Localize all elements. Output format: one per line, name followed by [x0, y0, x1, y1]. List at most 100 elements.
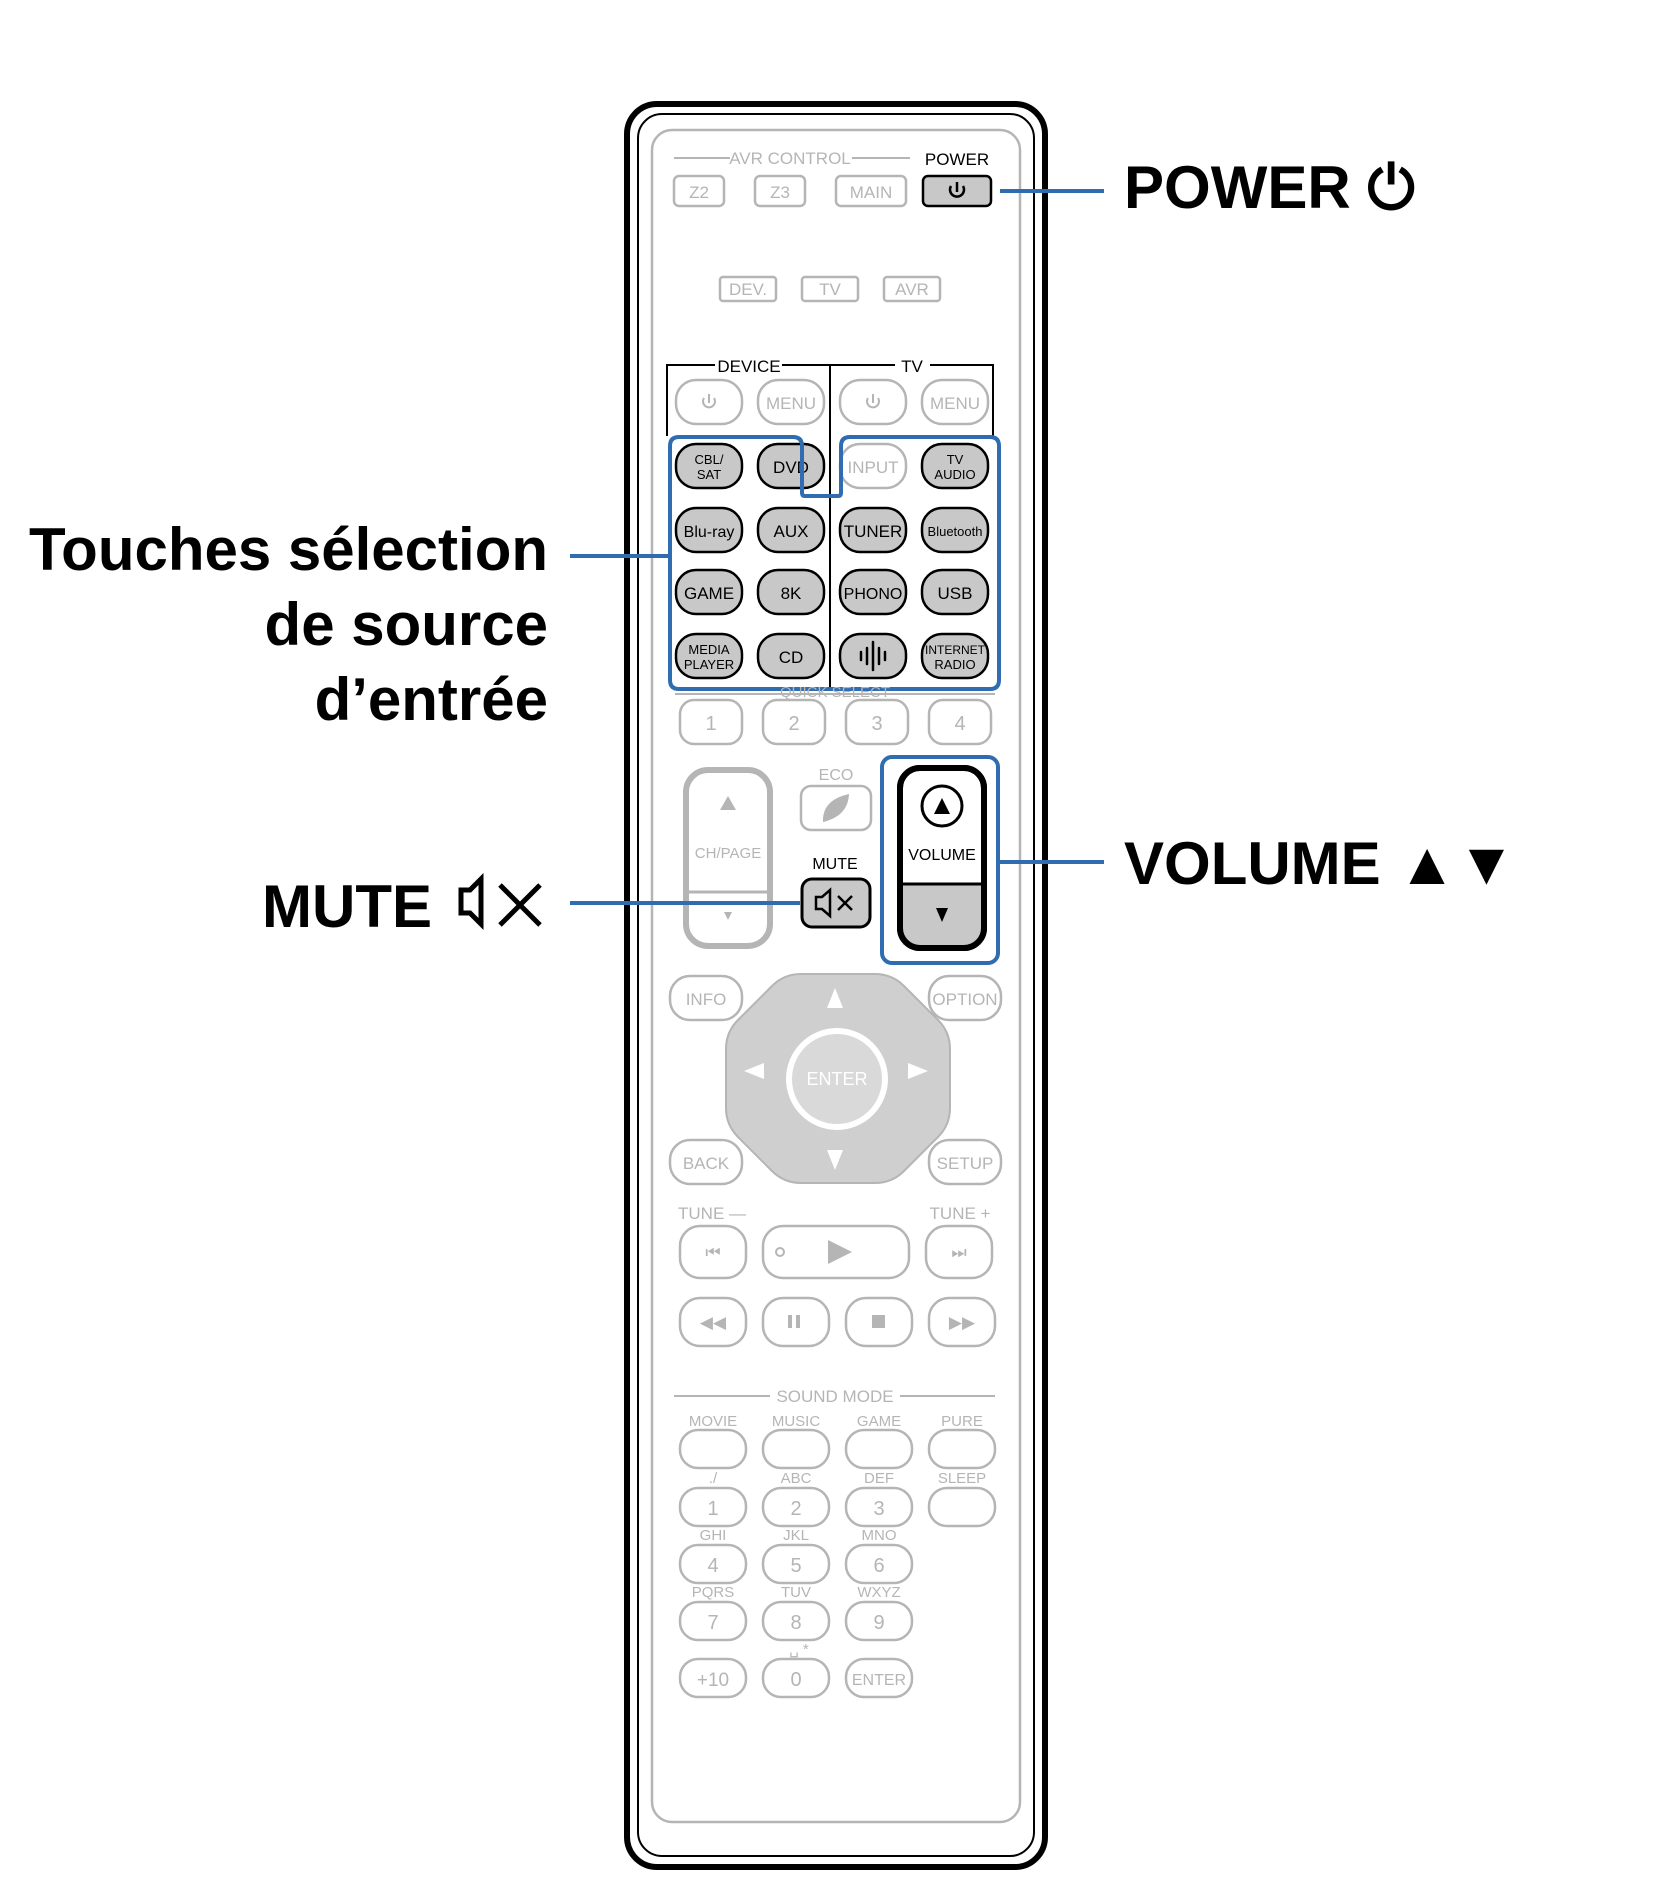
main-button[interactable]: MAIN: [834, 174, 908, 208]
previous-track-button[interactable]: ⏮: [678, 1224, 748, 1280]
quick-select-2-button[interactable]: 2: [761, 698, 827, 746]
quick-select-label: QUICK SELECT: [780, 684, 890, 701]
cbl-sat-label-1: CBL/: [695, 452, 724, 467]
avr-mode-button[interactable]: AVR: [882, 275, 942, 303]
internet-radio-label-1: INTERNET: [925, 643, 986, 657]
tv-power-button[interactable]: [838, 378, 908, 426]
q3-label: 3: [871, 713, 882, 735]
game-mode-button[interactable]: [844, 1428, 914, 1470]
power-icon: [866, 394, 880, 409]
8k-button[interactable]: 8K: [756, 568, 826, 616]
movie-button[interactable]: [678, 1428, 748, 1470]
dvd-button[interactable]: DVD: [756, 442, 826, 490]
usb-button[interactable]: USB: [920, 568, 990, 616]
sleep-button[interactable]: [927, 1486, 997, 1528]
bluetooth-button[interactable]: Bluetooth: [920, 506, 990, 554]
mute-button[interactable]: [800, 877, 872, 929]
number-6-button[interactable]: 6: [844, 1543, 914, 1585]
stop-button[interactable]: [844, 1296, 914, 1348]
pure-label: PURE: [941, 1413, 983, 1430]
quick-select-4-button[interactable]: 4: [927, 698, 993, 746]
number-2-button[interactable]: 2: [761, 1486, 831, 1528]
cbl-sat-button[interactable]: CBL/ SAT: [674, 442, 744, 490]
avr-control-section: AVR CONTROL POWER Z2 Z3 MAIN: [672, 149, 993, 208]
fast-forward-button[interactable]: ▶▶: [927, 1296, 997, 1348]
internet-radio-button[interactable]: INTERNET RADIO: [920, 632, 990, 680]
eco-button[interactable]: [799, 784, 873, 832]
bluray-button[interactable]: Blu-ray: [674, 506, 744, 554]
tv-menu-button[interactable]: MENU: [920, 378, 990, 426]
input-source-callout-line2: de source: [265, 591, 548, 658]
phono-button[interactable]: PHONO: [838, 568, 908, 616]
k5-sublabel: JKL: [783, 1527, 809, 1544]
number-7-button[interactable]: 7: [678, 1600, 748, 1642]
cd-button[interactable]: CD: [756, 632, 826, 680]
tv-audio-button[interactable]: TV AUDIO: [920, 442, 990, 490]
number-8-button[interactable]: 8: [761, 1600, 831, 1642]
n7-label: 7: [707, 1612, 718, 1634]
quick-select-1-button[interactable]: 1: [678, 698, 744, 746]
next-track-button[interactable]: ⏭: [924, 1224, 994, 1280]
n3-label: 3: [873, 1498, 884, 1520]
number-3-button[interactable]: 3: [844, 1486, 914, 1528]
n2-label: 2: [790, 1498, 801, 1520]
media-player-label-1: MEDIA: [688, 642, 730, 657]
ch-page-rocker[interactable]: CH/PAGE: [683, 767, 773, 949]
z2-button[interactable]: Z2: [672, 174, 726, 208]
volume-down-icon: [936, 908, 948, 922]
z3-button[interactable]: Z3: [753, 174, 807, 208]
info-button[interactable]: INFO: [668, 974, 744, 1022]
number-4-button[interactable]: 4: [678, 1543, 748, 1585]
heos-button[interactable]: [838, 632, 908, 680]
pause-button[interactable]: [761, 1296, 831, 1348]
back-button[interactable]: BACK: [668, 1138, 744, 1186]
volume-rocker[interactable]: VOLUME: [897, 765, 987, 951]
rewind-button[interactable]: ◀◀: [678, 1296, 748, 1348]
play-button[interactable]: [761, 1224, 911, 1280]
pause-icon: [788, 1315, 800, 1328]
k3-sublabel: DEF: [864, 1470, 894, 1487]
tv-mode-label: TV: [819, 280, 841, 299]
enter-button[interactable]: ENTER: [786, 1028, 888, 1130]
input-button[interactable]: INPUT: [838, 442, 908, 490]
dev-button[interactable]: DEV.: [718, 275, 778, 303]
plus10-button[interactable]: +10: [678, 1657, 748, 1699]
power-button[interactable]: [921, 174, 993, 208]
mute-icon: [814, 887, 853, 919]
info-label: INFO: [686, 990, 727, 1009]
play-icon: [828, 1240, 852, 1264]
enter-numpad-button[interactable]: ENTER: [844, 1657, 914, 1699]
number-pad: ./ ABC DEF SLEEP 1 2 3 GHI JKL MNO 4 5 6…: [678, 1470, 997, 1699]
pure-button[interactable]: [927, 1428, 997, 1470]
setup-button[interactable]: SETUP: [927, 1138, 1003, 1186]
option-button[interactable]: OPTION: [927, 974, 1003, 1022]
option-label: OPTION: [932, 990, 997, 1009]
enter-label: ENTER: [806, 1069, 867, 1089]
back-label: BACK: [683, 1154, 730, 1173]
number-1-button[interactable]: 1: [678, 1486, 748, 1528]
k4-sublabel: GHI: [700, 1527, 727, 1544]
number-0-button[interactable]: 0: [761, 1657, 831, 1699]
aux-label: AUX: [774, 522, 809, 541]
tuner-button[interactable]: TUNER: [838, 506, 908, 554]
number-9-button[interactable]: 9: [844, 1600, 914, 1642]
device-power-button[interactable]: [674, 378, 744, 426]
game-button[interactable]: GAME: [674, 568, 744, 616]
device-menu-label: MENU: [766, 394, 816, 413]
media-player-button[interactable]: MEDIA PLAYER: [674, 632, 744, 680]
number-5-button[interactable]: 5: [761, 1543, 831, 1585]
k6-sublabel: MNO: [862, 1527, 897, 1544]
bluetooth-label: Bluetooth: [928, 524, 983, 539]
bluray-label: Blu-ray: [684, 524, 735, 541]
internet-radio-label-2: RADIO: [934, 657, 975, 672]
movie-label: MOVIE: [689, 1413, 737, 1430]
plus10-label: +10: [697, 1670, 729, 1691]
tv-mode-button[interactable]: TV: [800, 275, 860, 303]
aux-button[interactable]: AUX: [756, 506, 826, 554]
device-menu-button[interactable]: MENU: [756, 378, 826, 426]
music-button[interactable]: [761, 1428, 831, 1470]
z2-label: Z2: [689, 183, 709, 202]
quick-select-3-button[interactable]: 3: [844, 698, 910, 746]
mute-label: MUTE: [812, 856, 857, 873]
q1-label: 1: [705, 713, 716, 735]
